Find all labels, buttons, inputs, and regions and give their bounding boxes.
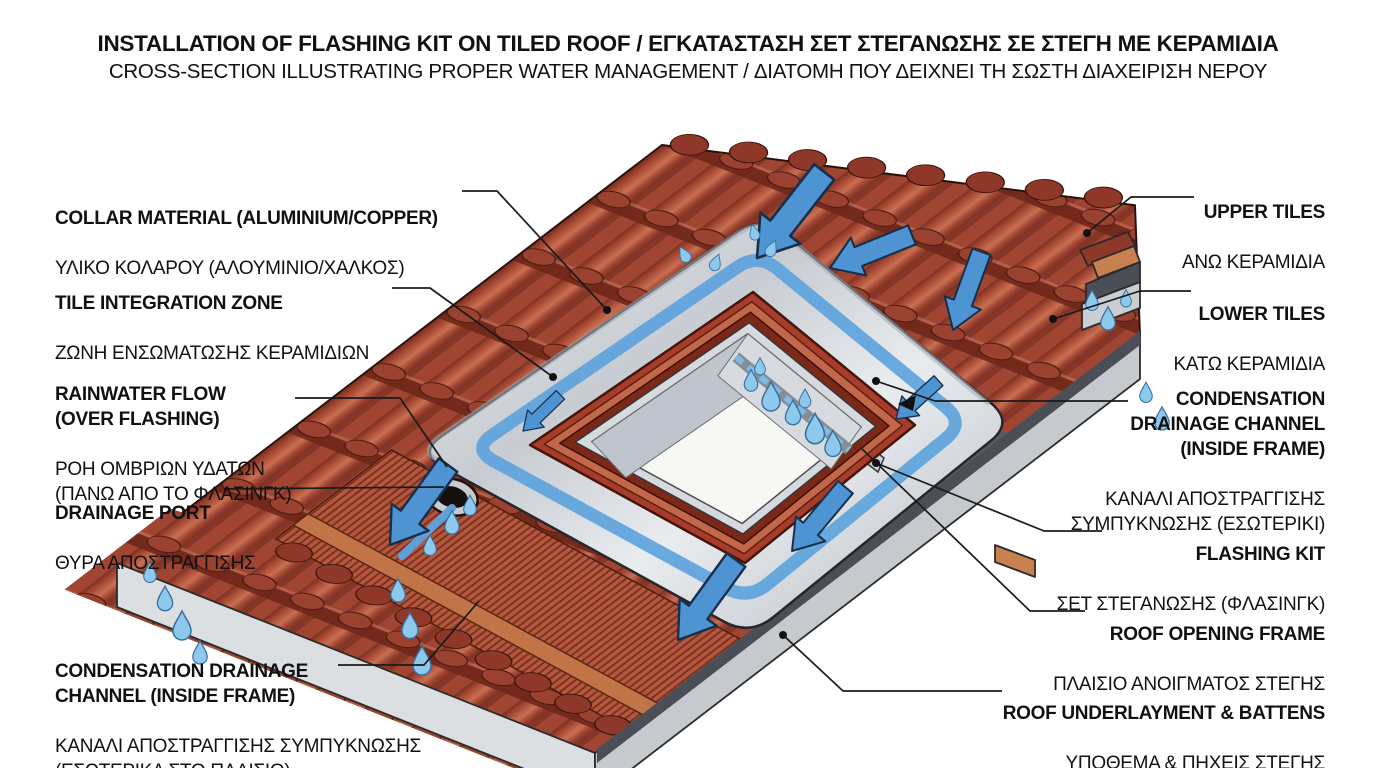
label-roof-underlayment: ROOF UNDERLAYMENT & BATTENS ΥΠΟΘΕΜΑ & ΠΗ… bbox=[1002, 676, 1326, 768]
label-drainage-port-en: DRAINAGE PORT bbox=[55, 503, 211, 524]
label-upper-tiles: UPPER TILES ΑΝΩ ΚΕΡΑΜΙΔΙΑ bbox=[1182, 175, 1325, 300]
underlayment-edge-dark bbox=[597, 331, 1140, 763]
label-lower-tiles-en: LOWER TILES bbox=[1198, 304, 1325, 325]
label-collar-material-el: ΥΛΙΚΟ ΚΟΛΑΡΟΥ (ΑΛΟΥΜΙΝΙΟ/ΧΑΛΚΟΣ) bbox=[55, 258, 405, 279]
label-condensation-left-el: ΚΑΝΑΛΙ ΑΠΟΣΤΡΑΓΓΙΣΗΣ ΣΥΜΠΥΚΝΩΣΗΣ (ΕΣΩΤΕΡ… bbox=[55, 736, 421, 768]
label-condensation-right: CONDENSATION DRAINAGE CHANNEL (INSIDE FR… bbox=[1070, 362, 1326, 562]
label-collar-material: COLLAR MATERIAL (ALUMINIUM/COPPER) ΥΛΙΚΟ… bbox=[55, 181, 438, 306]
label-flashing-kit-en: FLASHING KIT bbox=[1195, 544, 1326, 565]
label-roof-opening-frame-el: ΠΛΑΙΣΙΟ ΑΝΟΙΓΜΑΤΟΣ ΣΤΕΓΗΣ bbox=[1053, 674, 1325, 695]
label-upper-tiles-el: ΑΝΩ ΚΕΡΑΜΙΔΙΑ bbox=[1181, 252, 1325, 273]
leader-collar-material bbox=[462, 190, 608, 311]
leader-roof-opening-frame bbox=[861, 448, 1085, 612]
lower-tile-field bbox=[64, 501, 675, 768]
label-lower-tiles-el: ΚΑΤΩ ΚΕΡΑΜΙΔΙΑ bbox=[1173, 354, 1325, 375]
label-roof-opening-frame-en: ROOF OPENING FRAME bbox=[1109, 624, 1326, 645]
title-block: INSTALLATION OF FLASHING KIT ON TILED RO… bbox=[0, 30, 1376, 85]
leader-drainage-port bbox=[223, 486, 445, 490]
label-roof-underlayment-en: ROOF UNDERLAYMENT & BATTENS bbox=[1002, 703, 1326, 724]
label-tile-integration-zone: TILE INTEGRATION ZONE ΖΩΝΗ ΕΝΣΩΜΑΤΩΣΗΣ Κ… bbox=[55, 266, 369, 391]
label-condensation-left-en: CONDENSATION DRAINAGE CHANNEL (INSIDE FR… bbox=[55, 661, 309, 707]
label-roof-underlayment-el: ΥΠΟΘΕΜΑ & ΠΗΧΕΙΣ ΣΤΕΓΗΣ bbox=[1065, 753, 1326, 768]
tile-edge-stack bbox=[1079, 231, 1137, 267]
leader-tile-integration bbox=[392, 287, 554, 378]
label-collar-material-en: COLLAR MATERIAL (ALUMINIUM/COPPER) bbox=[55, 208, 438, 229]
label-condensation-left: CONDENSATION DRAINAGE CHANNEL (INSIDE FR… bbox=[55, 634, 421, 768]
inside-frame-channel-water bbox=[733, 354, 852, 453]
leader-rainwater-flow bbox=[295, 397, 448, 468]
label-roof-opening-frame: ROOF OPENING FRAME ΠΛΑΙΣΙΟ ΑΝΟΙΓΜΑΤΟΣ ΣΤ… bbox=[1053, 597, 1325, 722]
leader-lines bbox=[223, 190, 1194, 692]
label-rainwater-flow-en: RAINWATER FLOW (OVER FLASHING) bbox=[55, 384, 226, 430]
batten-block-3 bbox=[994, 544, 1036, 578]
label-tile-integration-el: ΖΩΝΗ ΕΝΣΩΜΑΤΩΣΗΣ ΚΕΡΑΜΙΔΙΩΝ bbox=[55, 343, 370, 364]
leader-condensation-left bbox=[338, 600, 480, 666]
leader-lower-tiles bbox=[1052, 290, 1191, 320]
label-drainage-port-el: ΘΥΡΑ ΑΠΟΣΤΡΑΓΓΙΣΗΣ bbox=[55, 553, 256, 574]
leader-condensation-right bbox=[875, 380, 1128, 402]
label-drainage-port: DRAINAGE PORT ΘΥΡΑ ΑΠΟΣΤΡΑΓΓΙΣΗΣ bbox=[55, 476, 256, 601]
leader-arrowhead bbox=[898, 395, 916, 411]
label-rainwater-flow-el: ΡΟΗ ΟΜΒΡΙΩΝ ΥΔΑΤΩΝ (ΠΑΝΩ ΑΠΟ ΤΟ ΦΛΑΣΙΝΓΚ… bbox=[55, 459, 292, 505]
label-rainwater-flow: RAINWATER FLOW (OVER FLASHING) ΡΟΗ ΟΜΒΡΙ… bbox=[55, 357, 292, 532]
page-subtitle: CROSS-SECTION ILLUSTRATING PROPER WATER … bbox=[108, 60, 1268, 83]
label-flashing-kit: FLASHING KIT ΣΕΤ ΣΤΕΓΑΝΩΣΗΣ (ΦΛΑΣΙΝΓΚ) bbox=[1056, 517, 1326, 642]
leader-dots bbox=[549, 229, 1091, 639]
page-title: INSTALLATION OF FLASHING KIT ON TILED RO… bbox=[97, 31, 1279, 56]
roof-opening-frame-group bbox=[528, 290, 917, 565]
label-condensation-right-el: ΚΑΝΑΛΙ ΑΠΟΣΤΡΑΓΓΙΣΗΣ ΣΥΜΠΥΚΝΩΣΗΣ (ΕΣΩΤΕΡ… bbox=[1070, 489, 1326, 535]
leader-upper-tiles bbox=[1086, 196, 1194, 234]
label-condensation-right-en: CONDENSATION DRAINAGE CHANNEL (INSIDE FR… bbox=[1130, 389, 1325, 460]
label-tile-integration-en: TILE INTEGRATION ZONE bbox=[55, 293, 283, 314]
label-flashing-kit-el: ΣΕΤ ΣΤΕΓΑΝΩΣΗΣ (ΦΛΑΣΙΝΓΚ) bbox=[1056, 594, 1326, 615]
label-lower-tiles: LOWER TILES ΚΑΤΩ ΚΕΡΑΜΙΔΙΑ bbox=[1173, 277, 1325, 402]
leader-roof-underlayment bbox=[782, 634, 1002, 692]
label-upper-tiles-en: UPPER TILES bbox=[1203, 202, 1326, 223]
leader-flashing-kit bbox=[875, 462, 1102, 532]
upper-tile-caps bbox=[669, 133, 1124, 209]
